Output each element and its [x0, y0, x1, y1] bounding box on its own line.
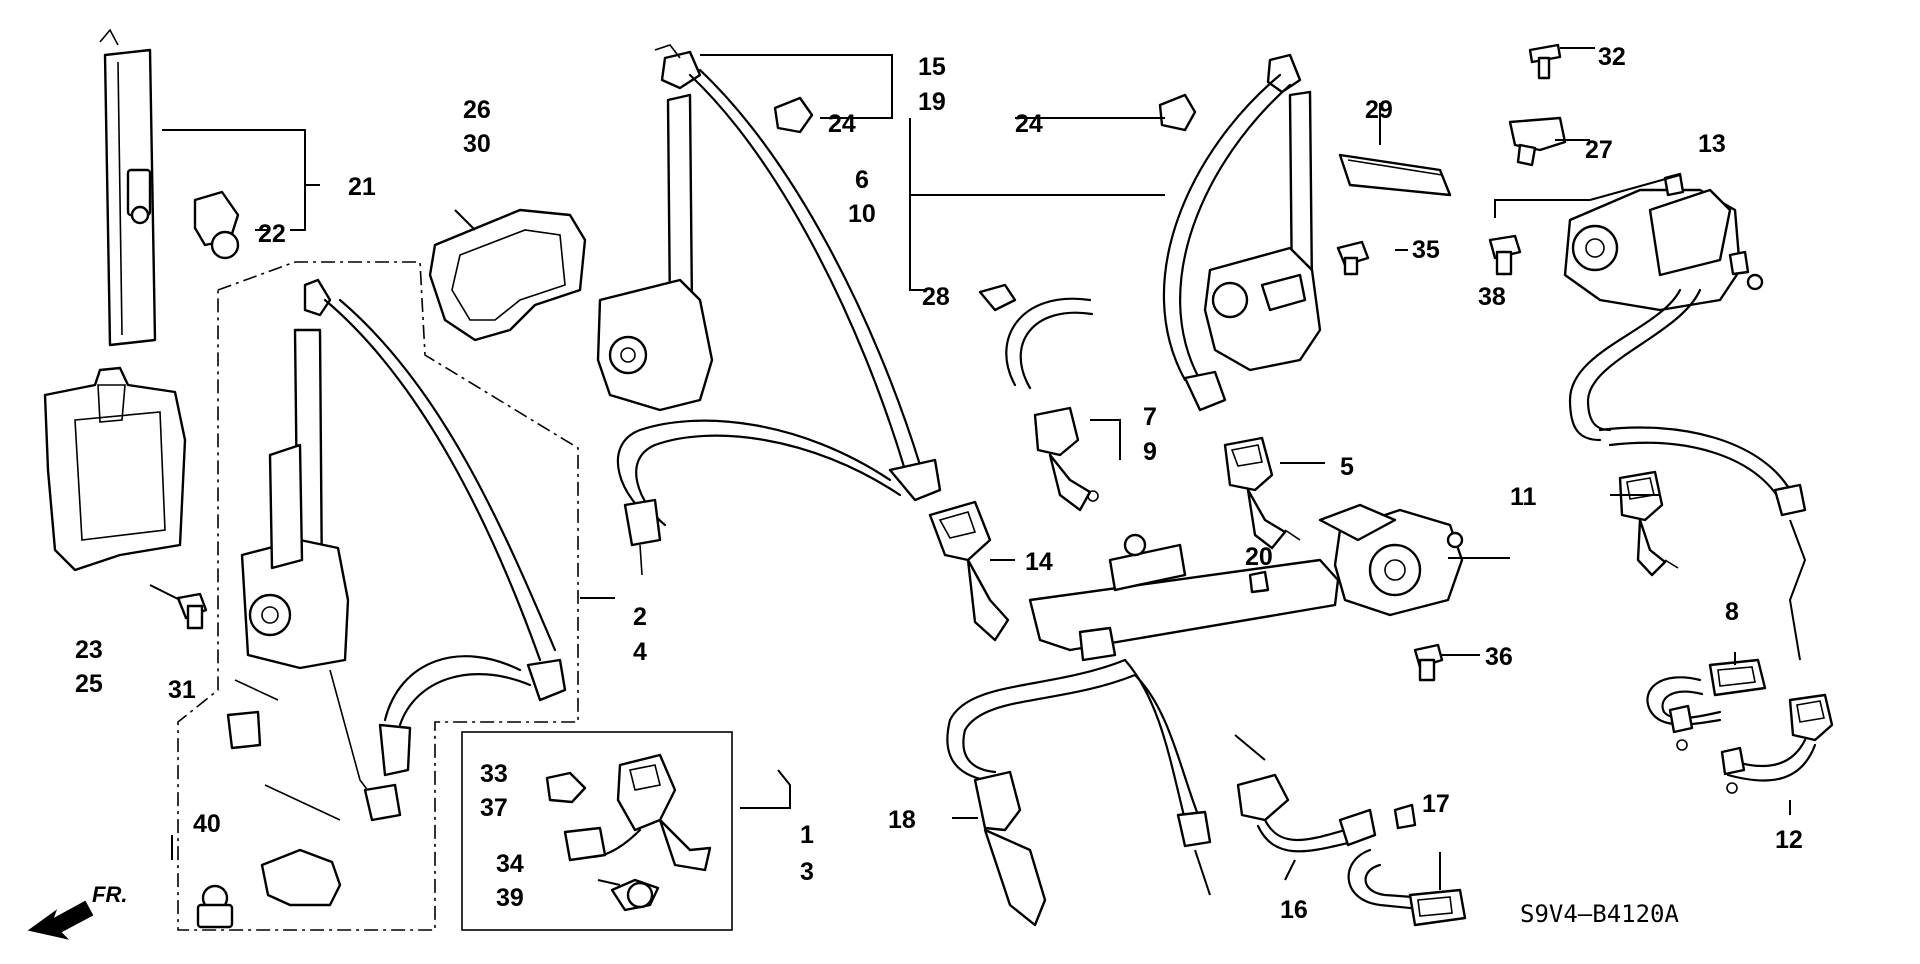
part-31-bolt[interactable]: [176, 592, 208, 630]
callout-37: 37: [480, 794, 508, 822]
leader-lines: [162, 47, 1791, 890]
part-40-bolt-and-bracket[interactable]: [196, 848, 342, 929]
callout-40: 40: [193, 810, 221, 838]
diagram-code: S9V4—B4120A: [1520, 900, 1679, 928]
group-outline-2-4: [177, 261, 579, 931]
group-box-1-3: [461, 731, 733, 931]
part-14-buckle[interactable]: [928, 500, 1010, 642]
callout-8: 8: [1725, 598, 1739, 626]
callout-14: 14: [1025, 548, 1053, 576]
arrow-icon: [27, 900, 94, 940]
callout-21: 21: [348, 173, 376, 201]
callout-10: 10: [848, 200, 876, 228]
callout-4: 4: [633, 638, 647, 666]
part-32-screw[interactable]: [1528, 43, 1562, 80]
part-24-cap-right[interactable]: [1158, 93, 1197, 132]
callout-35: 35: [1412, 236, 1440, 264]
callout-32: 32: [1598, 43, 1626, 71]
callout-22: 22: [258, 220, 286, 248]
callout-34: 34: [496, 850, 524, 878]
callout-9: 9: [1143, 438, 1157, 466]
callout-15: 15: [918, 53, 946, 81]
callout-16: 16: [1280, 896, 1308, 924]
part-8-buckle[interactable]: [1646, 658, 1767, 751]
callout-28: 28: [922, 283, 950, 311]
callout-29: 29: [1365, 96, 1393, 124]
part-2-4-front-belt-assembly[interactable]: [240, 278, 567, 822]
callout-17: 17: [1422, 790, 1450, 818]
part-1-3-buckle-set[interactable]: [563, 753, 712, 912]
callout-20: 20: [1245, 543, 1273, 571]
callout-18: 18: [888, 806, 916, 834]
part-5-buckle[interactable]: [1223, 436, 1301, 550]
callout-13: 13: [1698, 130, 1726, 158]
part-17-buckle[interactable]: [1347, 803, 1467, 927]
callout-27: 27: [1585, 136, 1613, 164]
part-26-30-retractor-cover[interactable]: [428, 208, 587, 342]
callout-2: 2: [633, 603, 647, 631]
callout-26: 26: [463, 96, 491, 124]
callout-24-left: 24: [828, 110, 856, 138]
callout-5: 5: [1340, 453, 1354, 481]
part-20-center-retractor-and-bracket[interactable]: [1028, 503, 1464, 662]
callout-19: 19: [918, 88, 946, 116]
callout-25: 25: [75, 670, 103, 698]
callout-12: 12: [1775, 826, 1803, 854]
leader-12-bracket: [1788, 519, 1807, 661]
callout-numbers: 20 1 3 2 4 5 6 10 7 9 8 11 12 13 14 15 1…: [75, 43, 1803, 924]
part-12-buckle[interactable]: [1720, 693, 1834, 794]
part-15-19-anchor[interactable]: [654, 44, 702, 90]
leader-26: [454, 209, 476, 231]
part-6-10-rear-belt-retractor[interactable]: [1162, 53, 1322, 412]
callout-30: 30: [463, 130, 491, 158]
callout-33: 33: [480, 760, 508, 788]
callout-36: 36: [1485, 643, 1513, 671]
leader-31: [149, 584, 181, 601]
callout-1: 1: [800, 821, 814, 849]
callout-11: 11: [1510, 483, 1537, 511]
callout-39: 39: [496, 884, 524, 912]
part-35-bolt[interactable]: [1336, 240, 1370, 276]
inset-line-b: [264, 784, 341, 821]
part-13-rear-retractor[interactable]: [1563, 172, 1807, 517]
callout-7: 7: [1143, 403, 1157, 431]
part-21-pillar-trim[interactable]: [99, 28, 157, 347]
callout-3: 3: [800, 858, 814, 886]
part-27-clip[interactable]: [1508, 116, 1567, 167]
part-29-bracket[interactable]: [1338, 153, 1452, 197]
part-6-10-front-belt-retractor[interactable]: [596, 68, 942, 576]
part-38-bolt[interactable]: [1488, 234, 1522, 276]
part-7-9-buckle[interactable]: [1005, 297, 1099, 512]
part-18-center-lap-belt[interactable]: [946, 658, 1212, 927]
inset-line-a: [234, 679, 279, 701]
part-36-bolt[interactable]: [1413, 643, 1444, 682]
part-16-buckle[interactable]: [1236, 773, 1377, 853]
part-11-buckle[interactable]: [1618, 470, 1679, 577]
callout-6: 6: [855, 166, 869, 194]
callout-23: 23: [75, 636, 103, 664]
callout-31: 31: [168, 676, 196, 704]
callout-38: 38: [1478, 283, 1506, 311]
part-33-37-clip[interactable]: [545, 771, 587, 804]
direction-label: FR.: [92, 882, 127, 907]
part-24-cap-left[interactable]: [773, 96, 814, 134]
part-22-clip[interactable]: [193, 190, 240, 260]
leader-16-17-bracket: [1194, 734, 1266, 896]
callout-24-right: 24: [1015, 110, 1043, 138]
part-bracket-clip[interactable]: [226, 710, 262, 750]
part-23-25-seat-trim[interactable]: [43, 366, 187, 572]
part-28-clip[interactable]: [978, 283, 1017, 312]
front-direction-arrow: FR.: [27, 882, 127, 940]
